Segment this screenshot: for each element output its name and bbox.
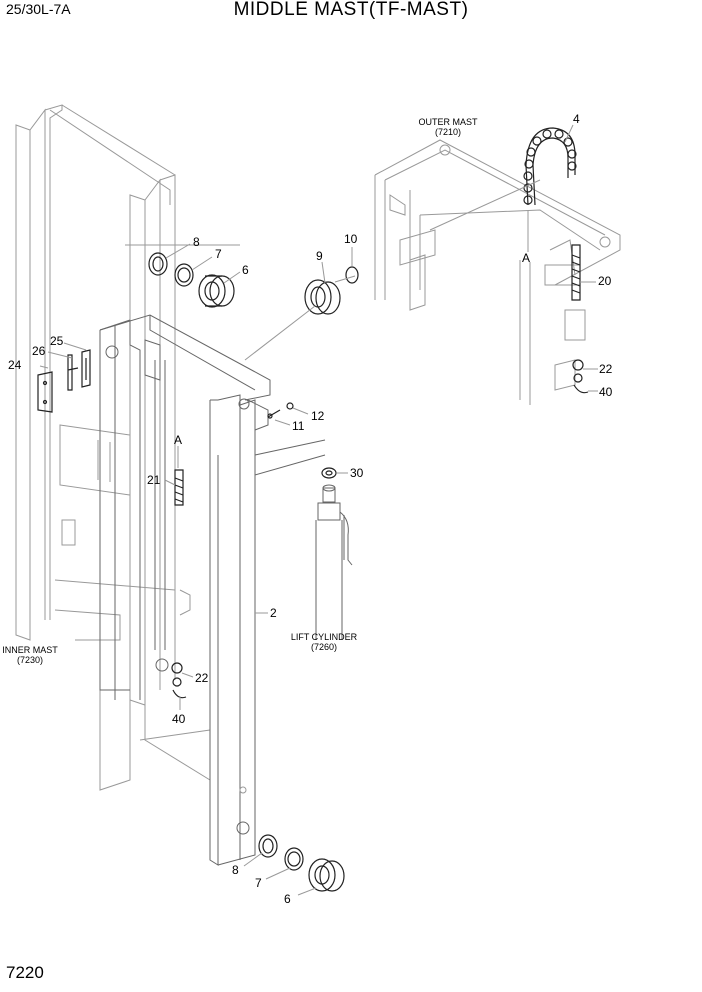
- callout-22-right: 22: [599, 362, 613, 376]
- callout-40-left: 40: [172, 712, 186, 726]
- callout-6-bottom: 6: [284, 892, 291, 906]
- reference-a-left: A: [174, 433, 182, 447]
- chain-4-drawing: [523, 127, 577, 206]
- callout-7-top: 7: [215, 247, 222, 261]
- callout-24: 24: [8, 358, 22, 372]
- callout-7-bottom: 7: [255, 876, 262, 890]
- middle-mast-drawing: [99, 314, 326, 866]
- lift-cylinder-drawing: [315, 484, 353, 640]
- callout-10: 10: [344, 232, 358, 246]
- callout-22-left: 22: [195, 671, 209, 685]
- callout-12: 12: [311, 409, 325, 423]
- callout-4: 4: [573, 112, 580, 126]
- callout-9: 9: [316, 249, 323, 263]
- lift-cylinder-label: LIFT CYLINDER: [291, 632, 358, 642]
- leader-lines: [39, 124, 598, 896]
- callout-21: 21: [147, 473, 161, 487]
- callout-2: 2: [270, 606, 277, 620]
- small-parts-drawing: [171, 359, 589, 699]
- callout-8-top: 8: [193, 235, 200, 249]
- page-number: 7220: [6, 963, 44, 982]
- callout-26: 26: [32, 344, 46, 358]
- reference-a-right: A: [522, 251, 530, 265]
- outer-mast-drawing: [374, 139, 621, 405]
- side-brackets: [37, 349, 91, 413]
- callout-25: 25: [50, 334, 64, 348]
- anchor-bolt-20-drawing: [571, 244, 581, 301]
- callout-6-top: 6: [242, 263, 249, 277]
- outer-mast-label: OUTER MAST: [418, 117, 478, 127]
- callout-40-right: 40: [599, 385, 613, 399]
- callout-8-bottom: 8: [232, 863, 239, 877]
- inner-mast-label: INNER MAST: [2, 645, 58, 655]
- anchor-bolt-21-drawing: [174, 469, 184, 506]
- model-number: 25/30L-7A: [6, 1, 71, 17]
- outer-mast-code: (7210): [435, 127, 461, 137]
- bearings-drawing: [148, 252, 359, 892]
- page-title: MIDDLE MAST(TF-MAST): [233, 0, 469, 20]
- inner-mast-code: (7230): [17, 655, 43, 665]
- callout-11: 11: [292, 419, 305, 433]
- lift-cylinder-code: (7260): [311, 642, 337, 652]
- callout-20: 20: [598, 274, 612, 288]
- inner-mast-drawing: [15, 104, 240, 791]
- callout-30: 30: [350, 466, 364, 480]
